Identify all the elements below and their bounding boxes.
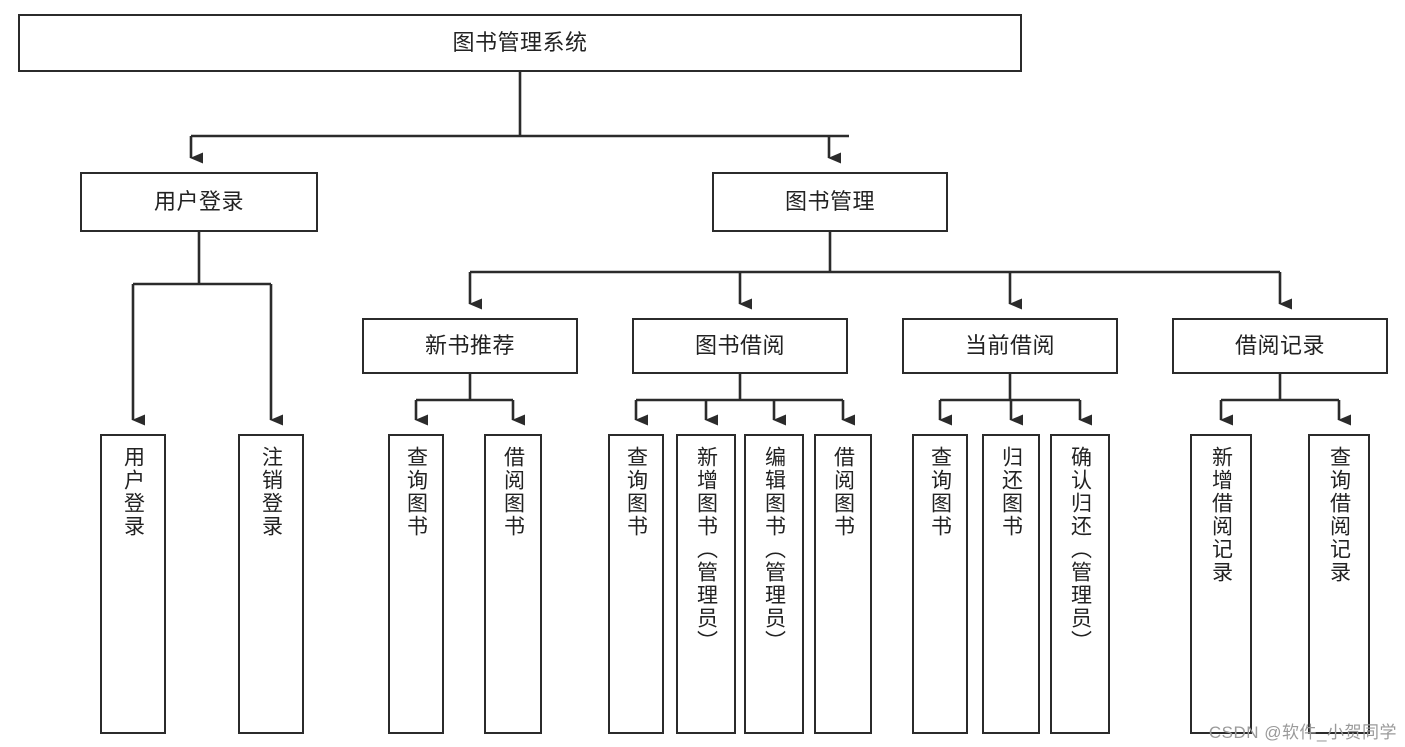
node-root[interactable]: 图书管理系统 — [18, 14, 1022, 72]
leaf-label: 新增借阅记录 — [1209, 446, 1233, 584]
node-book-borrow-label: 图书借阅 — [694, 332, 785, 358]
leaf-query-borrow-record[interactable]: 查询借阅记录 — [1308, 434, 1370, 734]
leaf-label: 编辑图书（管理员） — [762, 446, 786, 653]
leaf-borrow-book-recommend[interactable]: 借阅图书 — [484, 434, 542, 734]
node-current-borrow-label: 当前借阅 — [964, 332, 1055, 358]
leaf-label: 查询图书 — [928, 446, 952, 538]
leaf-edit-book-admin[interactable]: 编辑图书（管理员） — [744, 434, 804, 734]
leaf-label: 归还图书 — [999, 446, 1023, 538]
leaf-label: 确认归还（管理员） — [1068, 446, 1092, 653]
leaf-add-book-admin[interactable]: 新增图书（管理员） — [676, 434, 736, 734]
node-book-management[interactable]: 图书管理 — [712, 172, 948, 232]
leaf-label: 查询借阅记录 — [1327, 446, 1351, 584]
node-current-borrow[interactable]: 当前借阅 — [902, 318, 1118, 374]
leaf-borrow-book[interactable]: 借阅图书 — [814, 434, 872, 734]
node-user-login-label: 用户登录 — [153, 188, 244, 214]
leaf-label: 借阅图书 — [831, 446, 855, 538]
node-borrow-record[interactable]: 借阅记录 — [1172, 318, 1388, 374]
leaf-query-book-recommend[interactable]: 查询图书 — [388, 434, 444, 734]
node-user-login[interactable]: 用户登录 — [80, 172, 318, 232]
node-root-label: 图书管理系统 — [452, 29, 588, 55]
leaf-user-logout[interactable]: 注销登录 — [238, 434, 304, 734]
node-new-book-recommend[interactable]: 新书推荐 — [362, 318, 578, 374]
leaf-confirm-return-admin[interactable]: 确认归还（管理员） — [1050, 434, 1110, 734]
leaf-query-book-borrow[interactable]: 查询图书 — [608, 434, 664, 734]
node-book-management-label: 图书管理 — [784, 188, 875, 214]
leaf-label: 新增图书（管理员） — [694, 446, 718, 653]
leaf-user-login[interactable]: 用户登录 — [100, 434, 166, 734]
watermark-text: CSDN @软件_小贺同学 — [1208, 723, 1397, 742]
leaf-return-book[interactable]: 归还图书 — [982, 434, 1040, 734]
leaf-label: 注销登录 — [259, 446, 283, 538]
leaf-query-book-current[interactable]: 查询图书 — [912, 434, 968, 734]
leaf-add-borrow-record[interactable]: 新增借阅记录 — [1190, 434, 1252, 734]
node-borrow-record-label: 借阅记录 — [1234, 332, 1325, 358]
leaf-label: 查询图书 — [404, 446, 428, 538]
node-new-book-recommend-label: 新书推荐 — [424, 332, 515, 358]
leaf-label: 用户登录 — [121, 446, 145, 538]
leaf-label: 查询图书 — [624, 446, 648, 538]
leaf-label: 借阅图书 — [501, 446, 525, 538]
node-book-borrow[interactable]: 图书借阅 — [632, 318, 848, 374]
